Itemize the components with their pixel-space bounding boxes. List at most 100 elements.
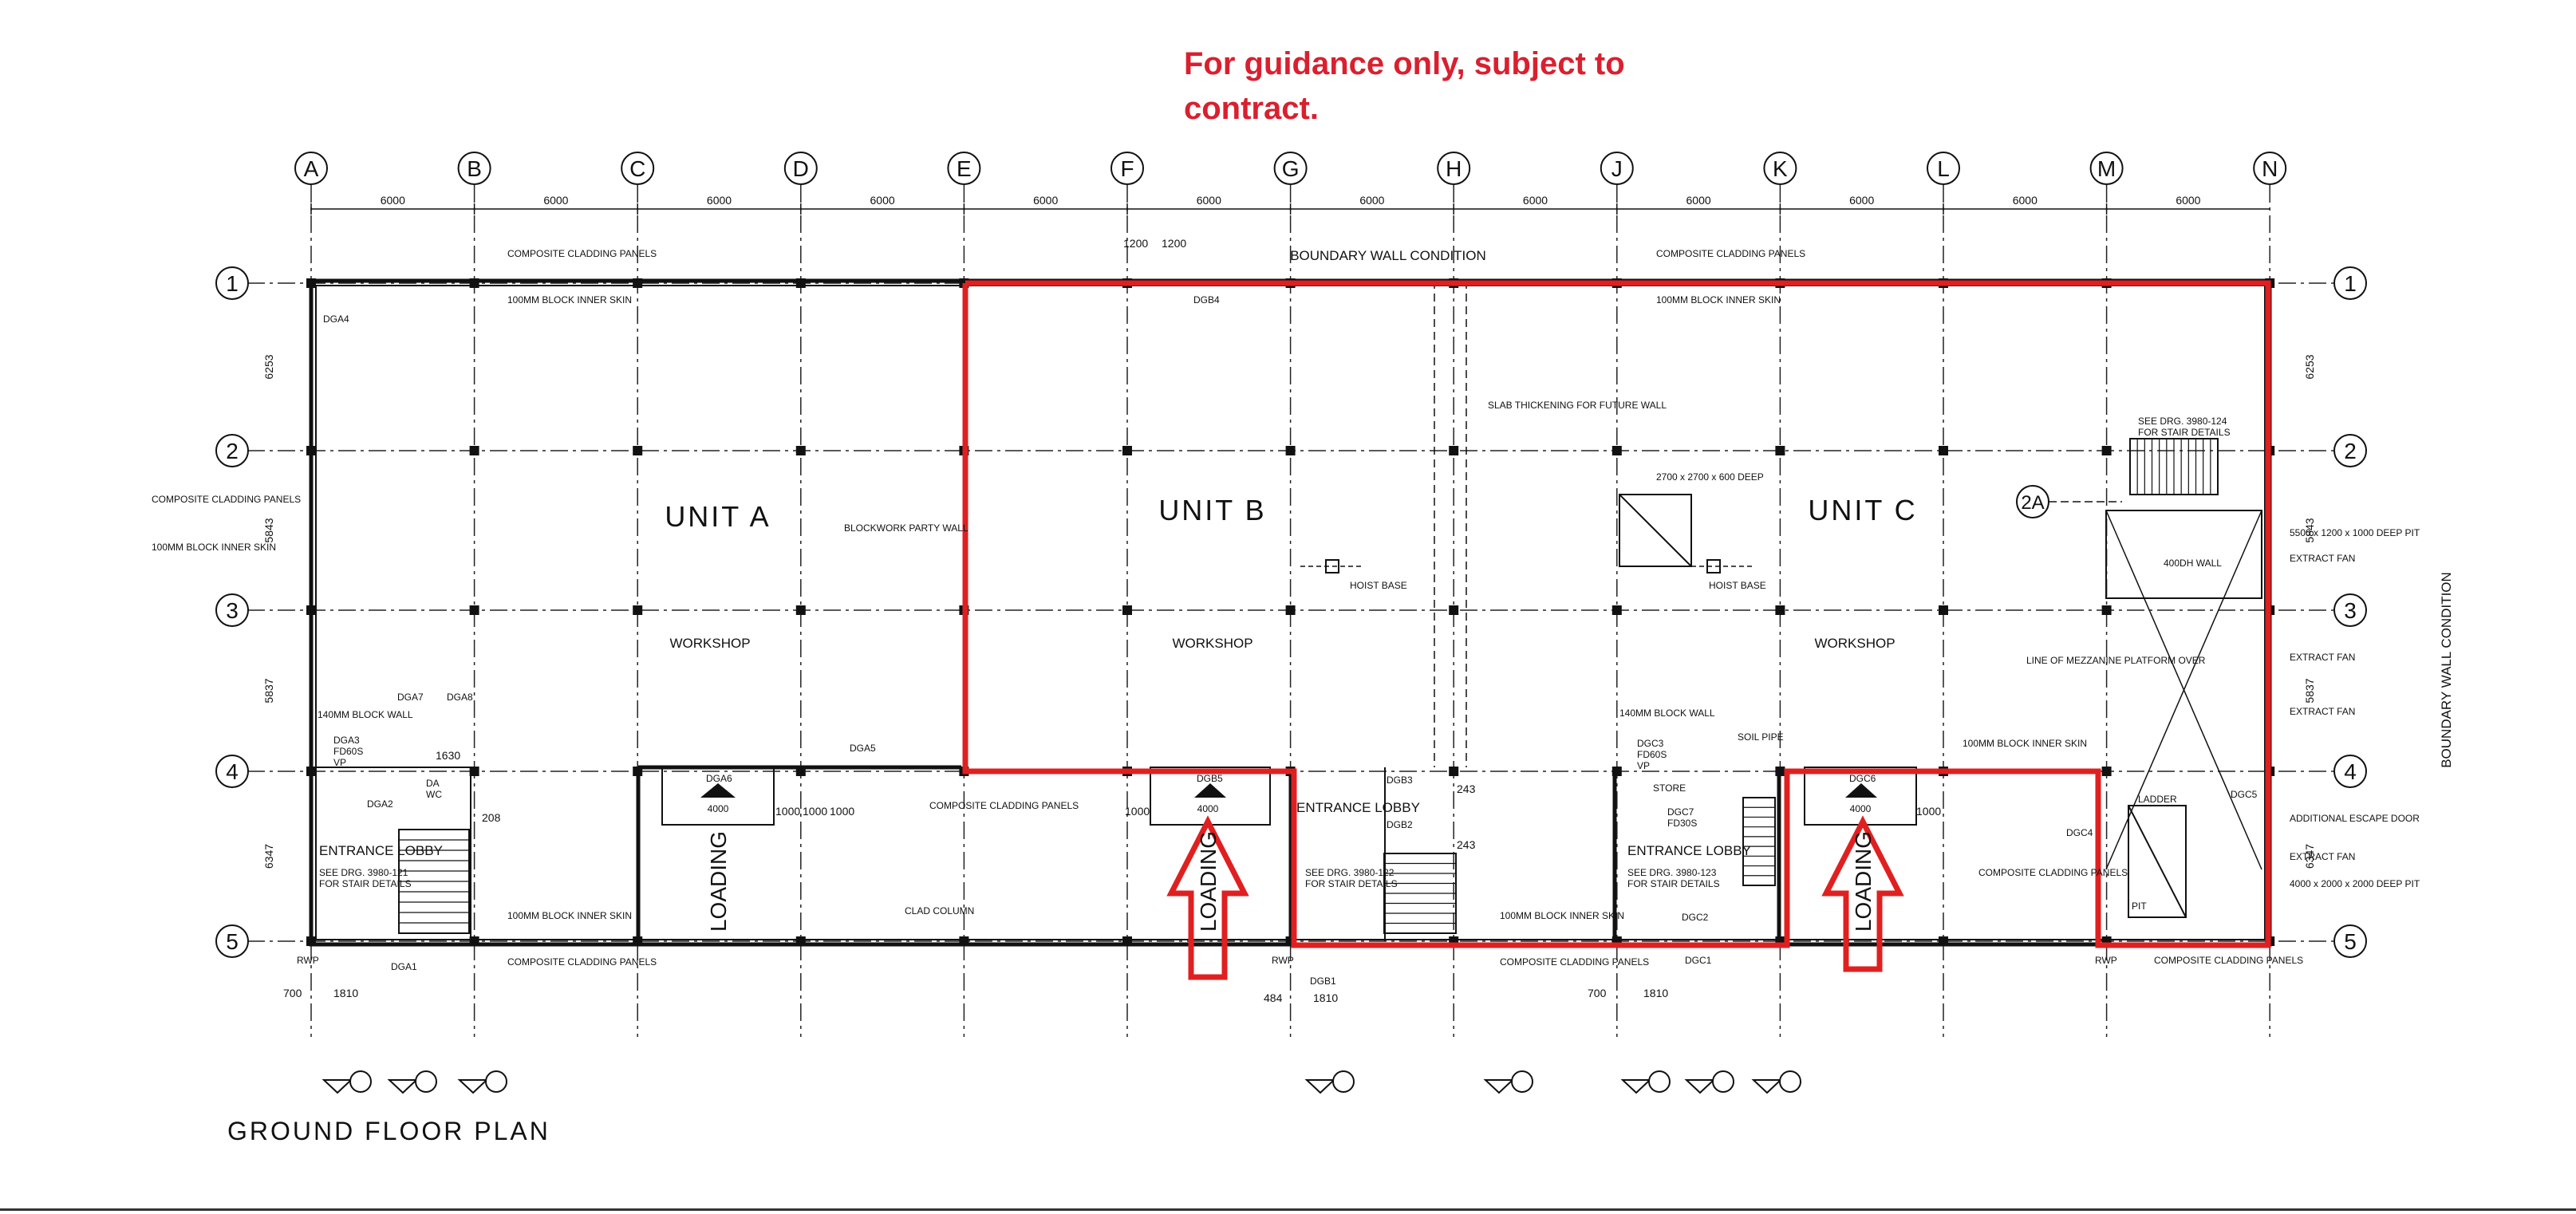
loading-a-label: LOADING [706,831,731,932]
row-dim-right-2: 5843 [2303,518,2316,542]
bay-dim-J: 6000 [1686,194,1711,207]
grid-bubble-N: N [2253,152,2287,185]
door-dgb4: DGB4 [1193,294,1220,305]
loading-a-door: DGA6 [706,773,732,784]
loading-c-label: LOADING [1851,831,1876,932]
svg-text:J: J [1611,156,1623,181]
extract-fan-2: EXTRACT FAN [2290,652,2355,663]
svg-text:3: 3 [2344,598,2357,623]
dim-stair-b-1: 243 [1457,782,1476,795]
svg-text:4: 4 [226,759,239,784]
rwp-c: RWP [2095,955,2117,966]
cladding-note-bottom-r: COMPOSITE CLADDING PANELS [2154,955,2303,966]
cladding-note-bottom: COMPOSITE CLADDING PANELS [507,956,657,968]
door-dga7: DGA7 [397,692,424,703]
svg-text:K: K [1773,156,1788,181]
loading-doors [661,767,1917,826]
door-dga1: DGA1 [391,961,417,972]
section-marker [387,1070,437,1094]
pit-label: PIT [2132,901,2147,912]
lobby-b-label: ENTRANCE LOBBY [1296,800,1420,815]
block-wall-note-c: 140MM BLOCK WALL [1619,708,1715,719]
bottom-rule [0,1208,2576,1211]
dim-entrance-a: 1810 [333,987,358,999]
door-fd60s-c: FD60S [1637,749,1667,760]
dim-loading-a-1: 1000 [775,805,800,818]
grid-bubble-D: D [783,152,818,185]
dim-door-top-2: 1200 [1162,237,1186,250]
loading-a-width: 4000 [708,803,729,814]
grid-bubble-L: L [1927,152,1960,185]
door-da-a: DA [426,778,440,789]
cladding-note-top: COMPOSITE CLADDING PANELS [507,248,657,259]
grid-bubble-C: C [621,152,655,185]
section-marker [322,1070,372,1094]
section-marker [1483,1070,1533,1094]
clad-column-note: CLAD COLUMN [905,905,974,916]
grid-bubble-row-2-left: 2 [215,434,249,467]
row-dim-right-4: 6347 [2303,844,2316,869]
svg-text:1: 1 [226,271,239,296]
soil-pipe-label: SOIL PIPE [1738,731,1784,743]
boundary-wall-label-right: BOUNDARY WALL CONDITION [2439,572,2454,768]
door-fd60s-a: FD60S [333,746,363,757]
door-dgc5: DGC5 [2231,789,2258,800]
lobby-c-label: ENTRANCE LOBBY [1627,843,1751,858]
block-skin-note-top: 100MM BLOCK INNER SKIN [507,294,632,305]
row-dim-right-1: 6253 [2303,354,2316,379]
bay-dim-M: 6000 [2176,194,2200,207]
row-dim-left-3: 5837 [262,678,275,703]
block-skin-note-c: 100MM BLOCK INNER SKIN [1963,738,2087,749]
loading-b-label: LOADING [1196,831,1221,932]
store-label: STORE [1653,782,1686,794]
lobby-a-note1: SEE DRG. 3980-121 [319,867,408,878]
lobby-c-note1: SEE DRG. 3980-123 [1627,867,1717,878]
dim-loading-b: 1000 [1125,805,1150,818]
guidance-notice: For guidance only, subject to contract. [1184,46,1625,126]
door-dga2: DGA2 [367,798,393,810]
door-dga5: DGA5 [850,743,876,754]
pit-right-note: 5500 x 1200 x 1000 DEEP PIT [2290,527,2420,538]
svg-text:2A: 2A [2021,492,2044,514]
svg-text:H: H [1446,156,1462,181]
grid-bubble-row-1-right: 1 [2333,266,2367,300]
bay-dim-L: 6000 [2013,194,2038,207]
mezzanine-note: LINE OF MEZZANINE PLATFORM OVER [2026,655,2206,666]
dim-door-top-1: 1200 [1123,237,1148,250]
grid-bubble-H: H [1437,152,1471,185]
door-dgb1: DGB1 [1310,976,1336,987]
svg-text:A: A [304,156,319,181]
door-dga4: DGA4 [323,313,349,325]
loading-b-door: DGB5 [1197,773,1223,784]
svg-text:E: E [957,156,972,181]
svg-text:F: F [1120,156,1134,181]
section-marker [1684,1070,1734,1094]
unit-c-label: UNIT C [1808,494,1917,526]
dim-loading-c: 1000 [1916,805,1941,818]
boundary-wall-label-top: BOUNDARY WALL CONDITION [1290,248,1486,263]
cladding-note-bottom-c: COMPOSITE CLADDING PANELS [1500,956,1649,968]
loading-c-width: 4000 [1850,803,1872,814]
dim-loading-a-3: 1000 [830,805,854,818]
escape-door-note: ADDITIONAL ESCAPE DOOR [2290,813,2420,824]
door-vp-c: VP [1637,760,1650,771]
hoist-note-b: HOIST BASE [1350,580,1407,591]
pit-note: 2700 x 2700 x 600 DEEP [1656,471,1764,483]
bay-dim-B: 6000 [543,194,568,207]
grid-bubble-row-3-right: 3 [2333,593,2367,627]
wall-400-note: 400DH WALL [2164,558,2222,569]
grid-bubble-F: F [1110,152,1144,185]
grid-bubble-row-1-left: 1 [215,266,249,300]
lobby-b-note2: FOR STAIR DETAILS [1305,878,1398,889]
door-vp-a: VP [333,757,346,768]
bay-dim-K: 6000 [1849,194,1874,207]
bay-dim-G: 6000 [1359,194,1384,207]
dim-entrance-b-offset: 484 [1264,991,1283,1004]
cladding-note-left: COMPOSITE CLADDING PANELS [152,494,301,505]
door-dgb2: DGB2 [1387,819,1413,830]
section-marker [1751,1070,1801,1094]
svg-text:2: 2 [226,439,239,463]
